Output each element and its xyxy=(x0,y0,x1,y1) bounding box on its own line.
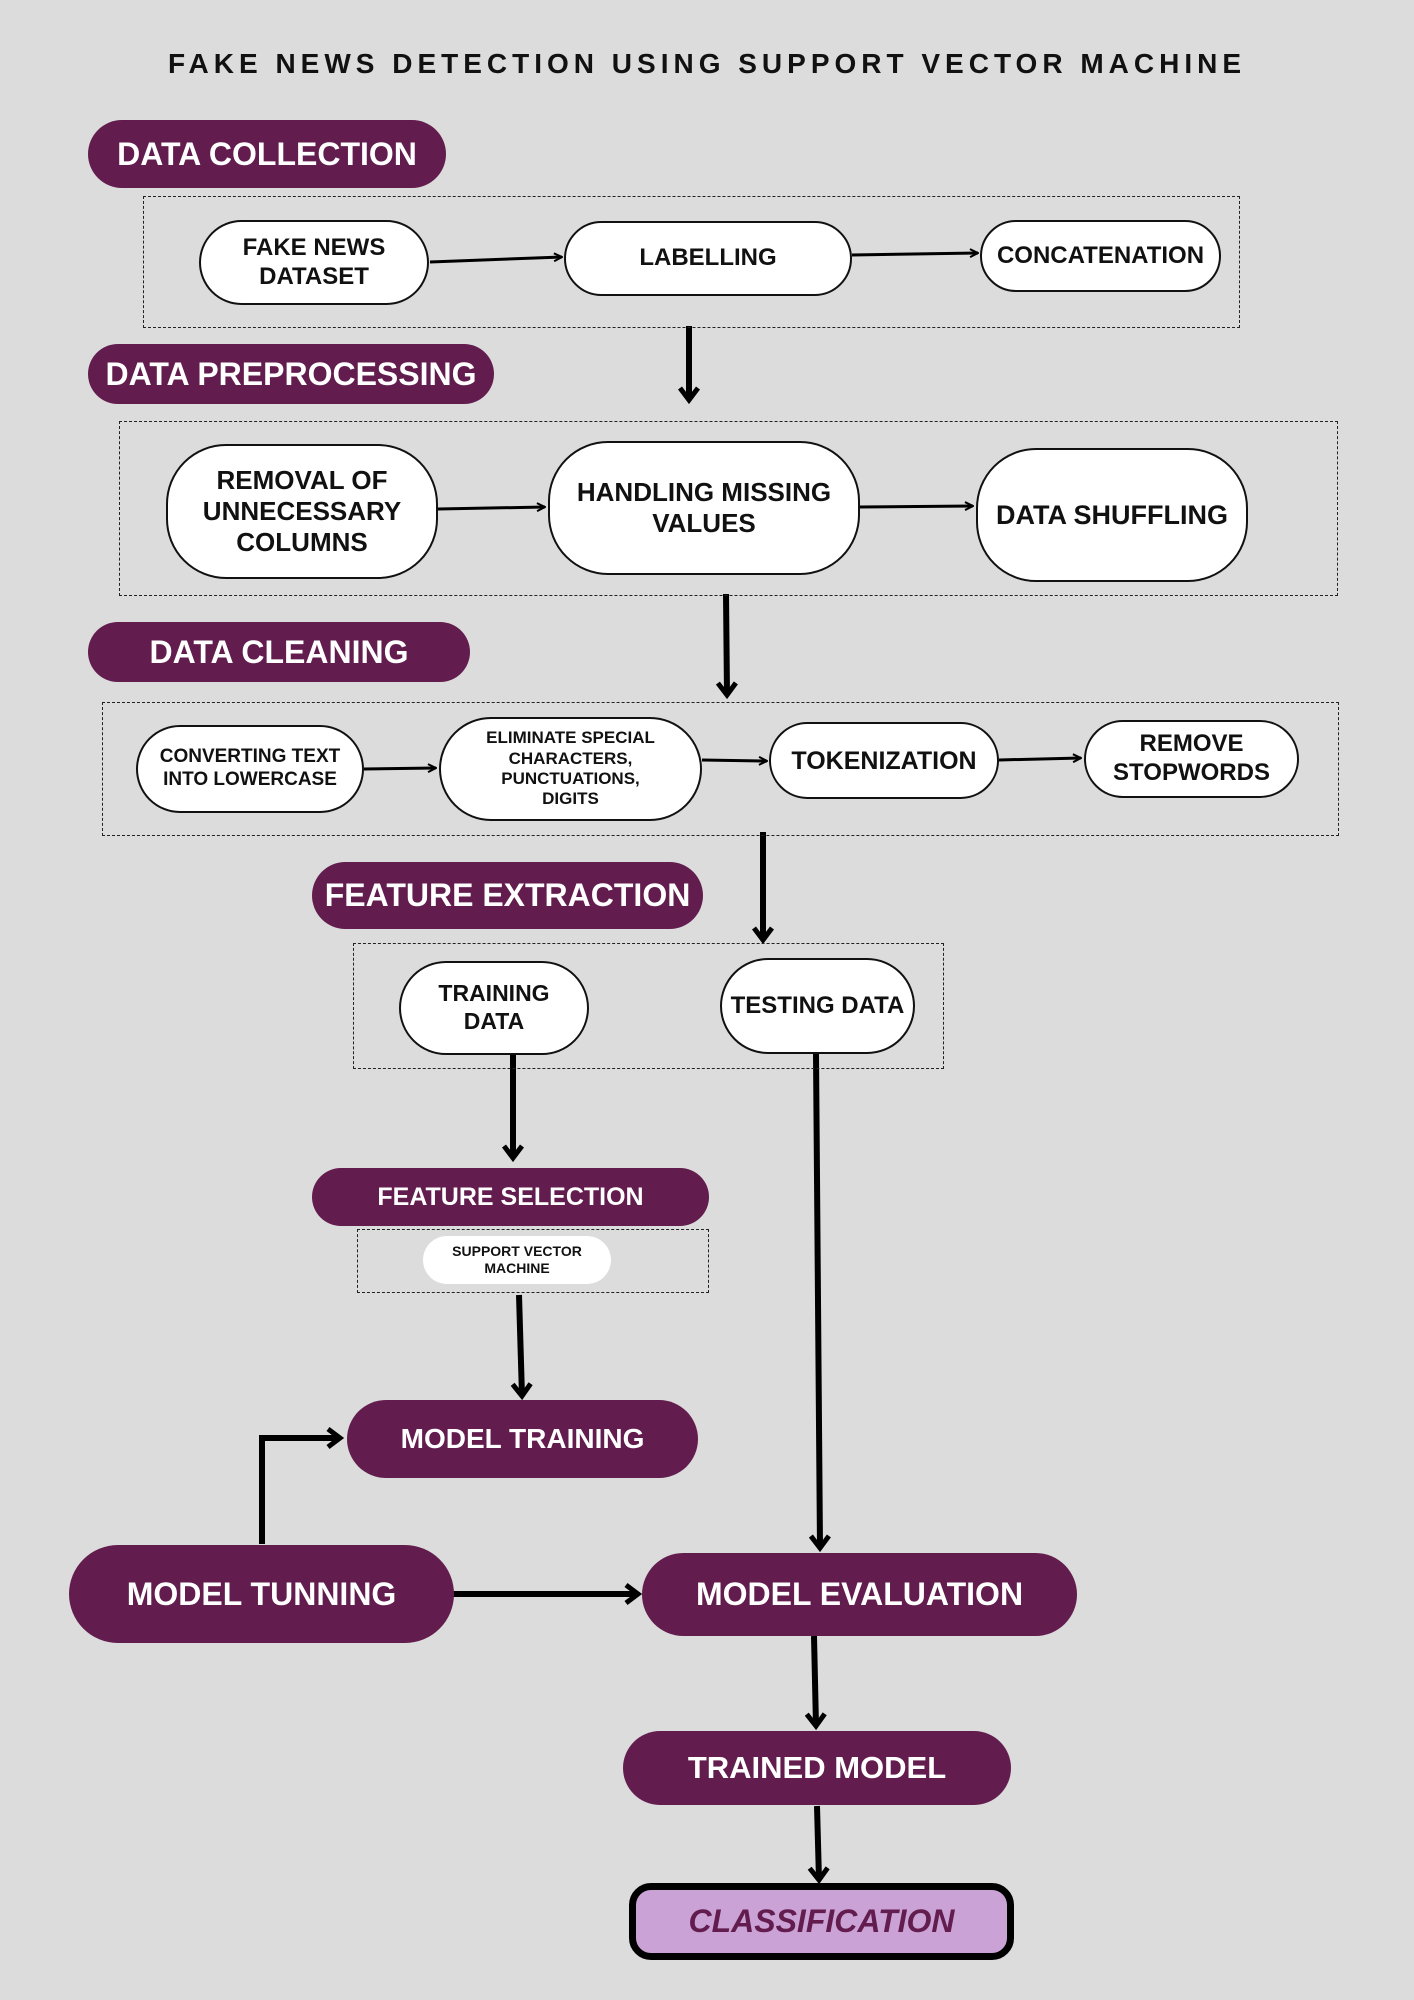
section-data-cleaning: DATA CLEANING xyxy=(88,622,470,682)
arrow-dataset-to-labelling xyxy=(429,257,562,264)
node-svm: SUPPORT VECTOR MACHINE xyxy=(423,1236,611,1284)
node-tokenization: TOKENIZATION xyxy=(769,722,999,799)
node-trained-model: TRAINED MODEL xyxy=(623,1731,1011,1805)
group-feature-extraction xyxy=(353,943,944,1069)
arrow-removal-to-missing xyxy=(437,507,545,509)
section-feature-selection: FEATURE SELECTION xyxy=(312,1168,709,1226)
node-data-shuffling: DATA SHUFFLING xyxy=(976,448,1248,582)
node-testing-data: TESTING DATA xyxy=(720,958,915,1054)
arrow-svm-to-model-training xyxy=(510,1294,533,1401)
group-feature-selection xyxy=(357,1229,709,1293)
arrow-missing-to-shuffling xyxy=(859,506,973,507)
node-handling-missing: HANDLING MISSING VALUES xyxy=(548,441,860,575)
section-feature-extraction: FEATURE EXTRACTION xyxy=(312,862,703,929)
node-model-training: MODEL TRAINING xyxy=(347,1400,698,1478)
arrow-tokenization-to-stopwords xyxy=(998,758,1081,760)
node-model-evaluation: MODEL EVALUATION xyxy=(642,1553,1077,1636)
arrow-lowercase-to-eliminate xyxy=(363,768,436,769)
arrow-trained-to-classification xyxy=(807,1805,830,1885)
node-training-data: TRAINING DATA xyxy=(399,961,589,1055)
group-data-cleaning xyxy=(102,702,1339,836)
arrow-preprocessing-to-cleaning xyxy=(715,593,738,700)
node-removal-columns: REMOVAL OF UNNECESSARY COLUMNS xyxy=(166,444,438,579)
group-data-preprocessing xyxy=(119,421,1338,596)
arrow-labelling-to-concatenation xyxy=(851,253,978,255)
diagram-title: FAKE NEWS DETECTION USING SUPPORT VECTOR… xyxy=(168,48,1246,79)
group-data-collection xyxy=(143,196,1240,328)
node-classification: CLASSIFICATION xyxy=(629,1883,1014,1960)
node-lowercase: CONVERTING TEXT INTO LOWERCASE xyxy=(136,725,364,813)
node-eliminate-special: ELIMINATE SPECIAL CHARACTERS, PUNCTUATIO… xyxy=(439,717,702,821)
arrow-eliminate-to-tokenization xyxy=(701,760,767,761)
node-remove-stopwords: REMOVE STOPWORDS xyxy=(1084,720,1299,798)
arrow-testing-to-evaluation xyxy=(808,1053,831,1553)
node-concatenation: CONCATENATION xyxy=(980,220,1221,292)
node-model-tunning: MODEL TUNNING xyxy=(69,1545,454,1643)
section-data-collection: DATA COLLECTION xyxy=(88,120,446,188)
node-labelling: LABELLING xyxy=(564,221,852,296)
arrow-evaluation-to-trained xyxy=(804,1635,827,1731)
node-fake-news-dataset: FAKE NEWS DATASET xyxy=(199,220,429,305)
arrow-tunning-to-training xyxy=(259,1427,345,1544)
section-data-preprocessing: DATA PREPROCESSING xyxy=(88,344,494,404)
